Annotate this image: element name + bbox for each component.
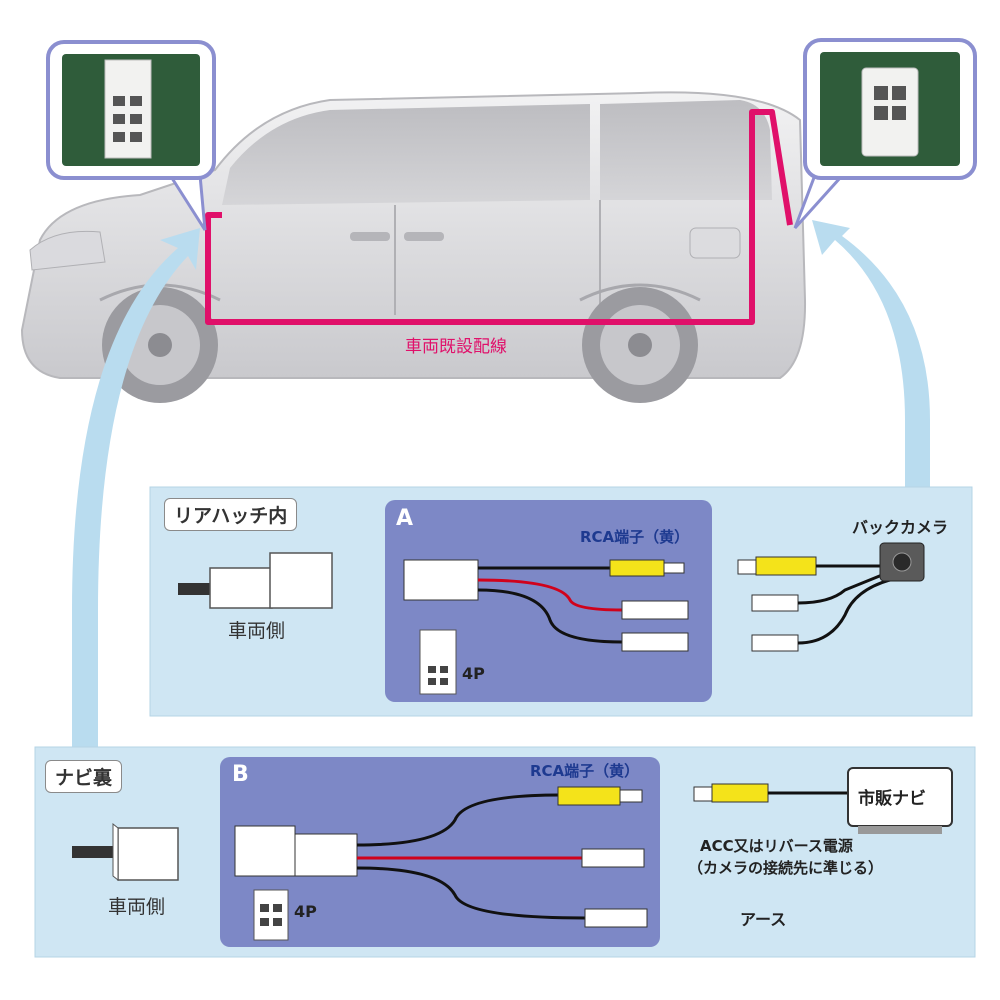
harness-a [403,559,689,695]
vehicle-wiring-line [205,109,793,325]
section-b-box [220,757,660,947]
rca-terminal-label-b: RCA端子（黄） [530,762,640,780]
navi-harness [693,767,953,834]
vehicle-side-connector-bottom [72,822,179,882]
vehicle-side-label-top: 車両側 [228,620,286,642]
connector-callout-right [793,38,977,230]
four-pin-label-b: 4P [294,902,317,921]
acc-power-label: ACC又はリバース電源 [700,837,853,855]
acc-note-label: （カメラの接続先に準じる） [688,859,884,877]
four-pin-label-a: 4P [462,664,485,683]
vehicle-side-label-bottom: 車両側 [108,896,166,918]
vehicle-side-connector-top [178,552,333,609]
rca-terminal-label-a: RCA端子（黄） [580,528,690,546]
minivan-illustration [20,91,807,403]
connector-callout-left [46,40,216,231]
harness-b [234,786,648,941]
section-b-label: B [232,762,249,787]
navi-back-label: ナビ裏 [45,760,123,793]
earth-label: アース [740,910,787,929]
back-camera-harness [737,542,925,652]
rear-hatch-label: リアハッチ内 [164,498,298,531]
back-camera-label: バックカメラ [852,518,949,537]
market-navi-label: 市販ナビ [858,789,926,809]
section-a-label: A [396,506,414,531]
vehicle-wiring-label: 車両既設配線 [405,337,507,357]
arrow-to-front [72,228,200,760]
arrow-to-rear [812,220,930,490]
